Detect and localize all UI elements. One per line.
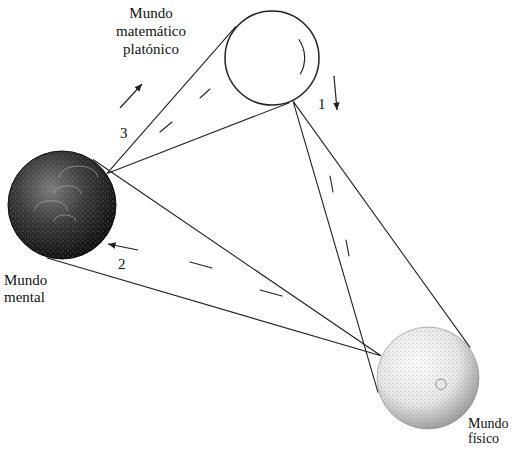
sphere-highlight (299, 39, 305, 74)
sphere-swirl (54, 186, 82, 194)
beam-dash (160, 122, 172, 132)
sphere-texture (9, 152, 115, 258)
world-label: Mundo mental (4, 272, 64, 306)
sphere-body (8, 151, 116, 259)
beam-dash (330, 176, 333, 192)
sphere-crater (436, 379, 446, 389)
sphere-outline (224, 10, 320, 106)
platonic-world-sphere: Mundo matemático platónico (224, 10, 320, 106)
world-label: Mundo matemático platónico (110, 4, 192, 58)
beam-dash (260, 290, 282, 296)
sphere-body (225, 11, 319, 105)
sphere-outline (7, 150, 117, 260)
sphere-texture (377, 327, 479, 429)
arrow-number: 2 (118, 256, 126, 272)
direction-arrow (108, 244, 138, 250)
physical-world-sphere: Mundo físico (376, 326, 480, 430)
sphere-outline (376, 326, 480, 430)
arrow-number: 1 (318, 96, 326, 112)
sphere-swirl (59, 166, 98, 178)
direction-arrow (334, 76, 337, 110)
beam-dash (190, 262, 212, 268)
sphere-swirl (54, 215, 76, 222)
sphere-swirl (35, 201, 68, 211)
sphere-body (377, 327, 479, 429)
arrow-number: 3 (120, 125, 128, 141)
mental-world-sphere: Mundo mental (7, 150, 117, 260)
world-label: Mundo físico (468, 416, 516, 446)
beam-dash (346, 240, 349, 256)
beam-dash (200, 89, 210, 98)
direction-arrow (120, 84, 142, 108)
